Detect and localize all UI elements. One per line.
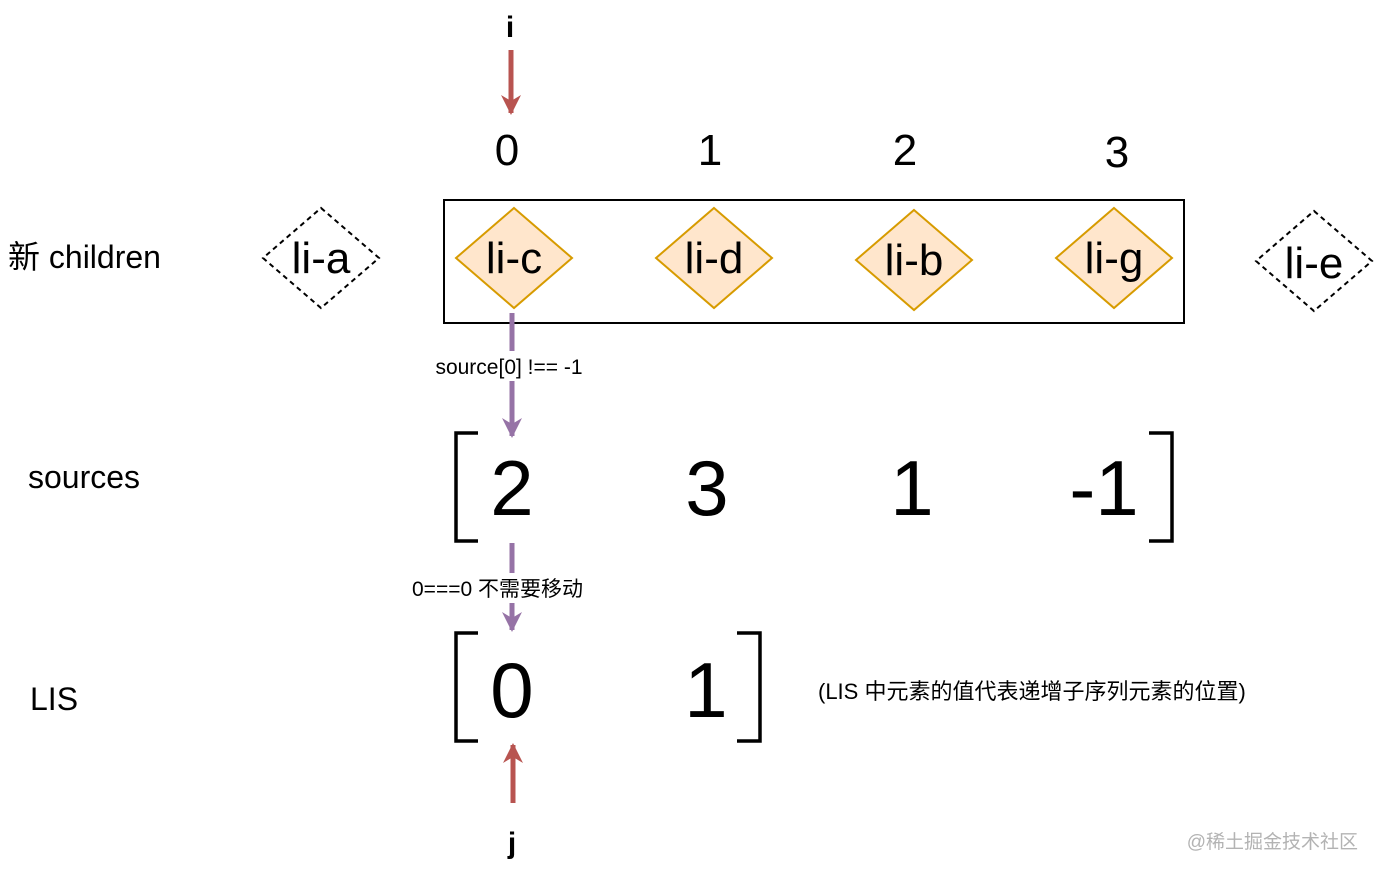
index-label-2: 2: [893, 126, 917, 175]
node-outside-right: li-e: [1254, 209, 1374, 313]
node-inside-0-label: li-c: [486, 234, 542, 283]
index-label-1: 1: [698, 126, 722, 175]
sources-bracket-left: [454, 431, 478, 543]
node-inside-0: li-c: [454, 206, 574, 310]
node-inside-3-label: li-g: [1085, 234, 1144, 283]
node-inside-1: li-d: [654, 206, 774, 310]
pointer-j-label: j: [507, 827, 516, 860]
sources-value-0: 2: [490, 444, 533, 532]
sources-bracket-right: [1149, 431, 1174, 543]
lis-bracket-left: [454, 631, 478, 743]
pointer-i-label: i: [506, 11, 514, 44]
node-outside-right-label: li-e: [1285, 239, 1344, 288]
node-inside-3: li-g: [1054, 206, 1174, 310]
new-children-container: [443, 199, 1185, 324]
row-label-sources: sources: [28, 459, 140, 495]
node-outside-left: li-a: [261, 206, 381, 310]
row-label-new-children: 新 children: [8, 239, 161, 275]
sources-value-3: -1: [1069, 444, 1138, 532]
lis-note: (LIS 中元素的值代表递增子序列元素的位置): [818, 679, 1246, 704]
index-label-3: 3: [1105, 128, 1129, 177]
lis-value-0: 0: [490, 646, 533, 734]
sources-value-1: 3: [685, 444, 728, 532]
node-inside-1-label: li-d: [685, 234, 744, 283]
index-label-0: 0: [495, 126, 519, 175]
edge-label-top: source[0] !== -1: [435, 356, 582, 379]
node-inside-2-label: li-b: [885, 236, 944, 285]
row-label-lis: LIS: [30, 681, 78, 717]
node-outside-left-label: li-a: [292, 234, 351, 283]
edge-label-middle: 0===0 不需要移动: [412, 578, 583, 601]
sources-value-2: 1: [890, 444, 933, 532]
lis-value-1: 1: [684, 646, 727, 734]
lis-bracket-right: [737, 631, 762, 743]
node-inside-2: li-b: [854, 208, 974, 312]
watermark: @稀土掘金技术社区: [1187, 831, 1358, 853]
